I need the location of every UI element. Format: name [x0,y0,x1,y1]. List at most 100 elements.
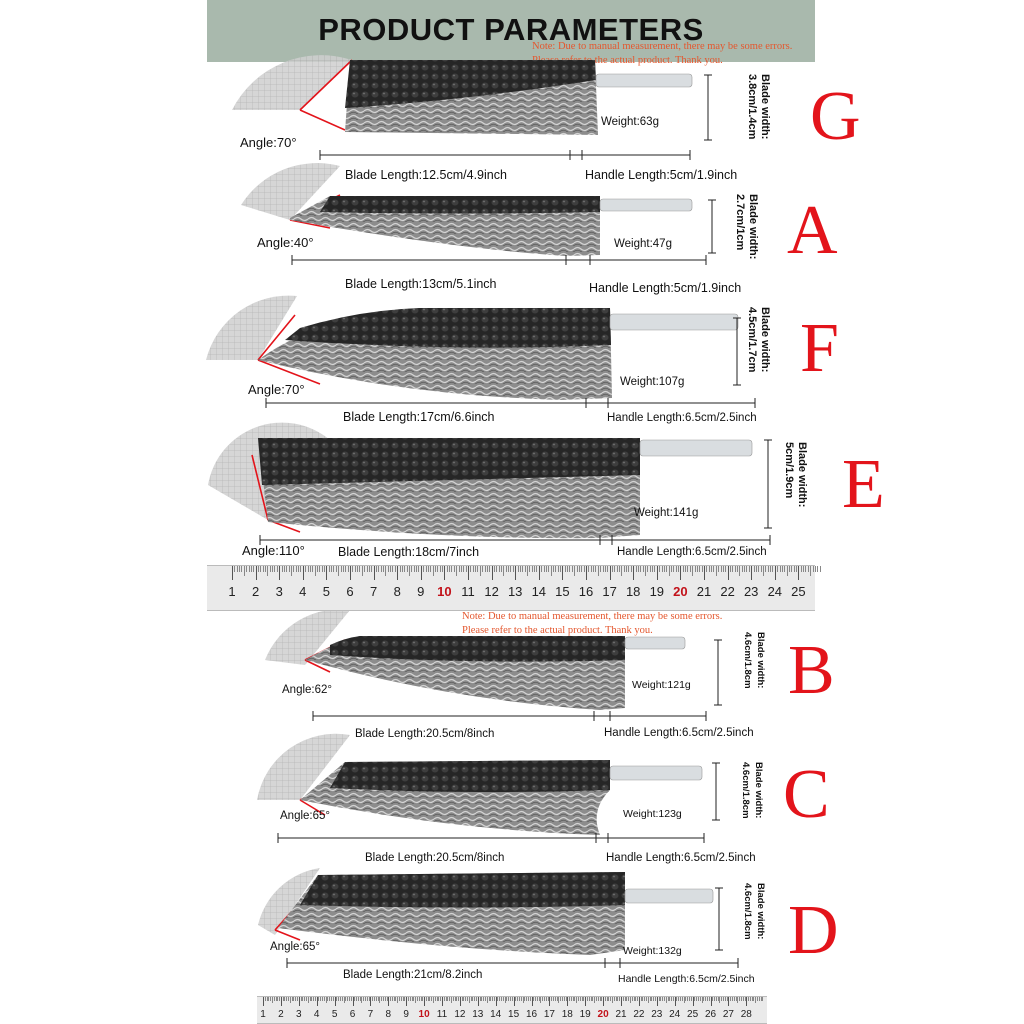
ruler-minor-tick [470,997,472,1001]
ruler-minor-tick [535,997,537,1001]
ruler-tick [444,566,446,580]
ruler-number: 7 [367,1009,374,1020]
ruler-minor-tick [742,997,744,1001]
blade-spine-a [320,196,600,214]
ruler-minor-tick [375,566,377,572]
ruler-minor-tick [644,997,646,1001]
dimension-line-c [277,833,705,843]
tang-e [639,439,753,457]
ruler-minor-tick [631,997,633,1001]
ruler-minor-tick [397,997,399,1004]
ruler-number: 12 [454,1009,466,1020]
ruler-minor-tick [551,997,553,1001]
ruler-minor-tick [505,566,507,572]
tang-g [595,73,693,88]
ruler-minor-tick [659,566,661,572]
ruler-minor-tick [640,997,642,1001]
ruler-number: 15 [555,584,570,599]
ruler-number: 24 [669,1009,681,1020]
ruler-minor-tick [307,997,309,1004]
ruler-minor-tick [305,566,307,572]
ruler-minor-tick [486,997,488,1004]
ruler-number: 12 [484,584,499,599]
ruler-minor-tick [415,997,417,1004]
ruler-number: 1 [228,584,236,599]
ruler-minor-tick [411,997,413,1001]
ruler-minor-tick [482,566,484,572]
angle-label-a: Angle:40° [257,235,314,250]
ruler-minor-tick [597,997,599,1001]
ruler-number: 11 [461,584,475,599]
ruler-minor-tick [619,566,621,572]
ruler-minor-tick [681,997,683,1001]
blade-length-e: Blade Length:18cm/7inch [338,545,480,559]
ruler-number: 22 [633,1009,645,1020]
ruler-minor-tick [558,997,560,1004]
ruler-minor-tick [819,566,821,572]
ruler-number: 5 [322,584,331,599]
ruler-minor-tick [443,997,445,1001]
ruler-minor-tick [463,997,465,1001]
ruler-minor-tick [576,566,578,572]
ruler-minor-tick [581,566,583,572]
knife-a [241,163,716,265]
ruler-minor-tick [390,997,392,1001]
ruler-minor-tick [583,997,585,1001]
ruler-minor-tick [452,997,454,1001]
ruler-minor-tick [312,566,314,572]
ruler-minor-tick [730,997,732,1001]
angle-label-f: Angle:70° [248,382,305,397]
ruler-minor-tick [739,997,741,1001]
ruler-minor-tick [536,997,538,1001]
ruler-minor-tick [725,566,727,572]
blade-spine-d [300,872,625,908]
ruler-minor-tick [595,566,597,572]
ruler-minor-tick [489,566,491,572]
ruler-minor-tick [654,566,656,572]
ruler-number: 10 [418,1009,430,1020]
blade-length-g: Blade Length:12.5cm/4.9inch [345,168,507,182]
ruler-minor-tick [288,566,290,572]
ruler-minor-tick [492,997,494,1001]
ruler-minor-tick [670,566,672,572]
ruler-tick [350,566,351,580]
ruler-minor-tick [504,997,506,1004]
ruler-minor-tick [511,997,513,1001]
ruler-minor-tick [628,566,630,572]
ruler-minor-tick [770,566,772,572]
ruler-minor-tick [517,997,519,1001]
ruler-minor-tick [572,997,574,1001]
ruler-minor-tick [524,566,526,572]
ruler-minor-tick [409,997,411,1001]
ruler-minor-tick [615,997,617,1001]
ruler-minor-tick [748,566,750,572]
ruler-minor-tick [510,566,512,572]
ruler-minor-tick [658,997,660,1001]
letter-e: E [842,446,885,523]
ruler-minor-tick [361,566,363,576]
ruler-minor-tick [755,566,757,572]
blade-length-c: Blade Length:20.5cm/8inch [365,852,505,864]
ruler-minor-tick [552,566,554,572]
ruler-minor-tick [399,997,401,1001]
ruler-minor-tick [578,997,580,1001]
ruler-minor-tick [624,997,626,1001]
ruler-minor-tick [395,997,397,1001]
ruler-minor-tick [434,997,436,1001]
ruler-tick [751,566,753,580]
blade-width-value: 2.7cm/1cm [734,194,746,251]
ruler-number: 18 [561,1009,573,1020]
ruler-minor-tick [458,997,460,1001]
ruler-minor-tick [250,566,252,572]
ruler-minor-tick [400,997,402,1001]
ruler-minor-tick [602,566,604,572]
ruler-minor-tick [420,997,422,1001]
ruler-minor-tick [309,566,311,572]
ruler-minor-tick [331,997,333,1001]
ruler-minor-tick [703,997,705,1001]
weight-f: Weight:107g [620,376,685,388]
ruler-minor-tick [812,566,814,572]
ruler-minor-tick [706,566,708,572]
ruler-minor-tick [621,566,623,576]
